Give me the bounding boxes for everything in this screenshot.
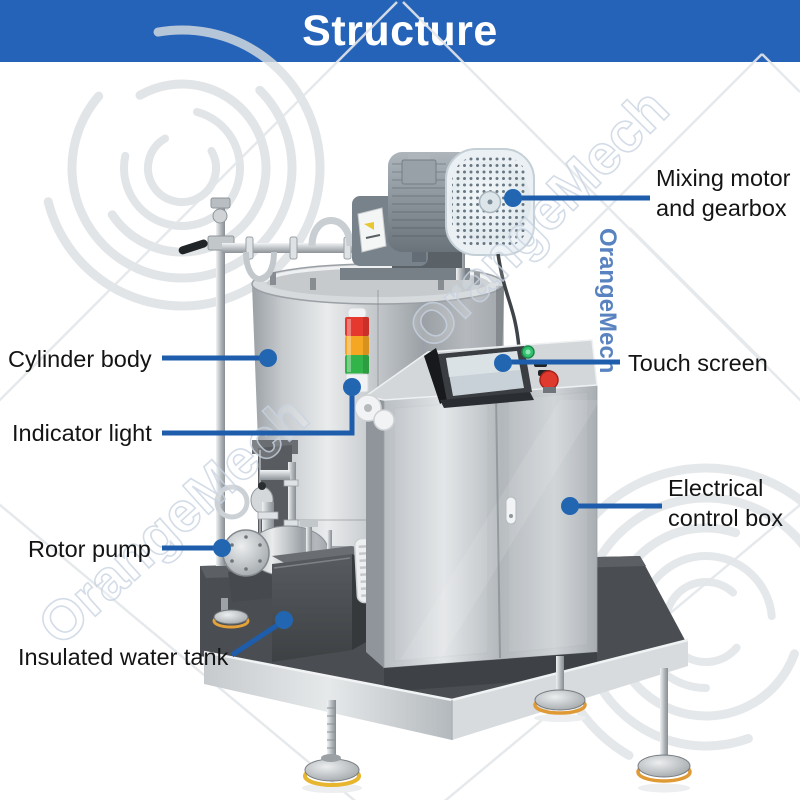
- callout-dot-cylinder-body: [259, 349, 277, 367]
- callout-dot-electrical-control-box: [561, 497, 579, 515]
- label-insulated-water-tank: Insulated water tank: [18, 644, 229, 670]
- foot-right: [533, 656, 587, 715]
- foot-far-right: [636, 668, 692, 783]
- label-mixing-motor-gearbox: Mixing motor and gearbox: [656, 165, 791, 221]
- emergency-stop-button: [539, 370, 559, 390]
- base-skid: [203, 638, 689, 740]
- label-rotor-pump: Rotor pump: [28, 536, 151, 562]
- foot-back-left: [212, 598, 250, 629]
- callout-line-indicator-light: [162, 390, 355, 436]
- label-electrical-control-box: Electrical control box: [668, 475, 783, 531]
- watermark-brand-vertical: OrangeMech: [594, 228, 621, 373]
- foot-front-center: [303, 700, 361, 787]
- cabinet-door-right: [507, 391, 589, 654]
- structure-banner: Structure: [0, 0, 800, 62]
- gearbox-label: [357, 207, 387, 253]
- callout-lines: [162, 189, 662, 658]
- indicator-red: [345, 317, 369, 336]
- callout-dot-insulated-water-tank: [275, 611, 293, 629]
- label-cylinder-body: Cylinder body: [8, 346, 152, 372]
- motor-fan-cover: [445, 148, 535, 256]
- banner-title: Structure: [302, 6, 498, 55]
- cabinet-handle: [505, 496, 517, 525]
- mixing-motor-gearbox-assembly: [352, 148, 535, 349]
- electrical-control-box-cabinet: [364, 339, 600, 692]
- indicator-green: [345, 355, 369, 374]
- adjustable-feet: [212, 598, 692, 793]
- valve-lever: [178, 239, 208, 255]
- motor-cable: [496, 253, 521, 349]
- label-touch-screen: Touch screen: [628, 350, 768, 376]
- callout-dot-rotor-pump: [213, 539, 231, 557]
- callout-line-insulated-water-tank: [230, 619, 284, 658]
- cabinet-door-left: [393, 400, 489, 662]
- indicator-orange: [345, 336, 369, 355]
- indicator-light-tower: [345, 307, 395, 431]
- callout-dot-indicator-light: [343, 378, 361, 396]
- callout-dot-touch-screen: [494, 354, 512, 372]
- label-indicator-light: Indicator light: [12, 420, 152, 446]
- callout-dot-mixing-motor: [504, 189, 522, 207]
